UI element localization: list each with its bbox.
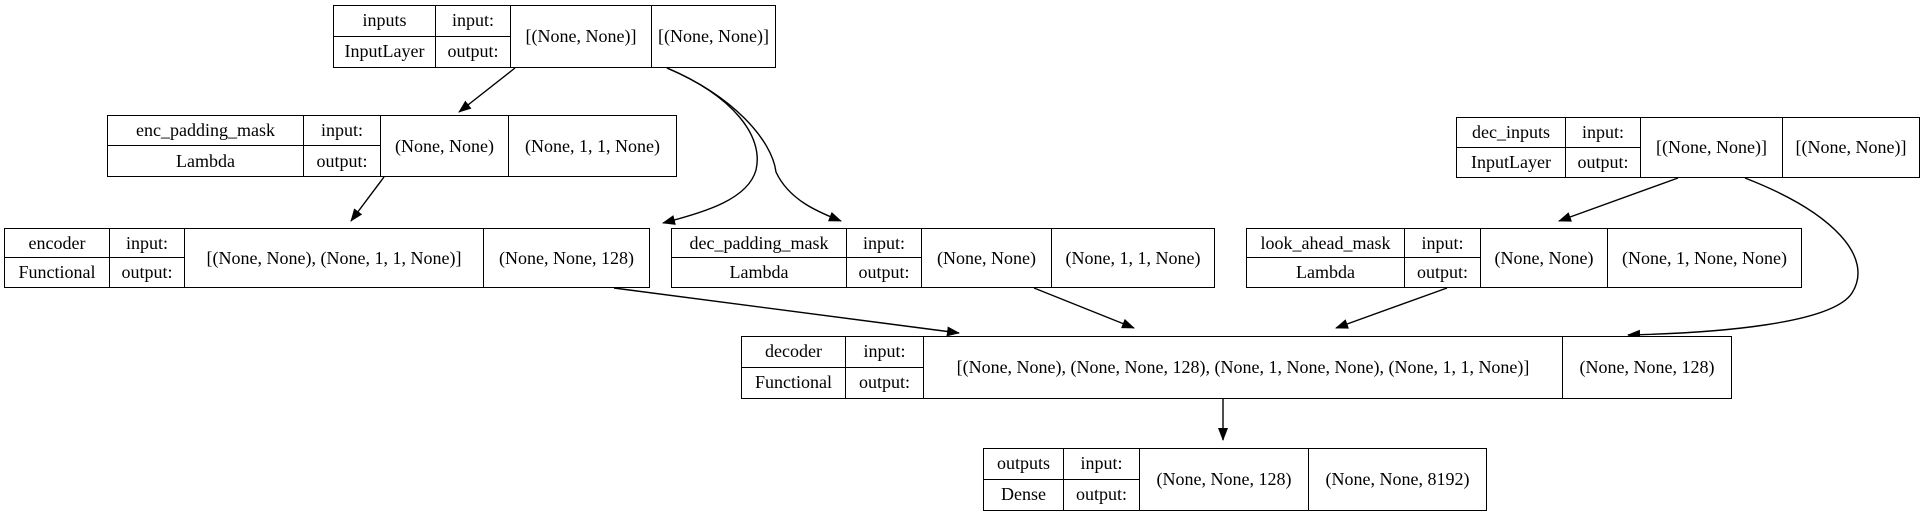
output-label: output:: [1405, 258, 1481, 287]
layer-name: encoder: [5, 229, 110, 258]
layer-name: outputs: [984, 449, 1064, 480]
input-shape: (None, None, 128): [1140, 449, 1309, 510]
input-label: input:: [1566, 118, 1641, 148]
output-shape: [(None, None)]: [1795, 137, 1907, 157]
node-dec-inputs: dec_inputs InputLayer input: output: [(N…: [1456, 117, 1920, 178]
edge-look-ahead-mask-to-decoder: [1335, 287, 1448, 329]
layer-type: Functional: [742, 367, 846, 398]
input-label: input:: [1064, 449, 1140, 480]
output-label: output:: [110, 258, 185, 287]
node-encoder: encoder Functional input: output: [(None…: [4, 228, 650, 288]
output-shape: (None, 1, 1, None): [1065, 247, 1201, 268]
edge-inputs-to-enc-padding-mask: [458, 67, 516, 113]
layer-type: Lambda: [672, 258, 847, 287]
node-enc-padding-mask: enc_padding_mask Lambda input: output: (…: [107, 115, 677, 177]
output-shape: (None, None, 8192): [1325, 469, 1470, 489]
output-shape: (None, 1, 1, None): [525, 135, 660, 156]
input-shape: [(None, None)]: [1641, 118, 1783, 177]
node-outputs: outputs Dense input: output: (None, None…: [983, 448, 1487, 511]
layer-name: decoder: [742, 337, 846, 368]
input-shape: [(None, None), (None, 1, 1, None)]: [185, 229, 484, 287]
layer-type: Dense: [984, 479, 1064, 510]
input-label: input:: [847, 229, 922, 258]
input-label: input:: [846, 337, 924, 368]
layer-type: Functional: [5, 258, 110, 287]
output-shape: (None, 1, None, None): [1622, 247, 1787, 268]
output-shape: (None, None, 128): [1579, 357, 1715, 377]
edge-dec-padding-mask-to-decoder: [1033, 287, 1135, 329]
edge-enc-padding-mask-to-encoder: [350, 176, 385, 222]
output-shape: (None, None, 128): [499, 247, 634, 268]
layer-type: InputLayer: [1457, 147, 1566, 177]
output-label: output:: [846, 367, 924, 398]
layer-type: Lambda: [1247, 258, 1405, 287]
input-label: input:: [436, 6, 511, 37]
layer-name: inputs: [334, 6, 436, 37]
output-label: output:: [304, 146, 381, 176]
output-label: output:: [847, 258, 922, 287]
input-label: input:: [110, 229, 185, 258]
layer-name: enc_padding_mask: [108, 116, 304, 146]
input-shape: (None, None): [1481, 229, 1608, 287]
edge-dec-inputs-to-decoder: [1627, 177, 1859, 340]
edge-inputs-to-dec-padding-mask: [666, 67, 842, 222]
layer-type: InputLayer: [334, 36, 436, 67]
edge-encoder-to-decoder: [613, 287, 960, 337]
layer-type: Lambda: [108, 146, 304, 176]
output-shape: [(None, None)]: [658, 26, 769, 46]
input-shape: (None, None): [922, 229, 1052, 287]
node-look-ahead-mask: look_ahead_mask Lambda input: output: (N…: [1246, 228, 1802, 288]
node-decoder: decoder Functional input: output: [(None…: [741, 336, 1732, 399]
input-label: input:: [304, 116, 381, 146]
layer-name: look_ahead_mask: [1247, 229, 1405, 258]
input-shape: (None, None): [381, 116, 509, 176]
edge-dec-inputs-to-look-ahead-mask: [1558, 177, 1679, 222]
node-dec-padding-mask: dec_padding_mask Lambda input: output: (…: [671, 228, 1215, 288]
input-shape: [(None, None)]: [511, 6, 652, 67]
input-shape: [(None, None), (None, None, 128), (None,…: [924, 337, 1563, 398]
layer-name: dec_inputs: [1457, 118, 1566, 148]
node-inputs: inputs InputLayer input: output: [(None,…: [333, 5, 776, 68]
output-label: output:: [1064, 479, 1140, 510]
output-label: output:: [1566, 147, 1641, 177]
input-label: input:: [1405, 229, 1481, 258]
layer-name: dec_padding_mask: [672, 229, 847, 258]
output-label: output:: [436, 36, 511, 67]
